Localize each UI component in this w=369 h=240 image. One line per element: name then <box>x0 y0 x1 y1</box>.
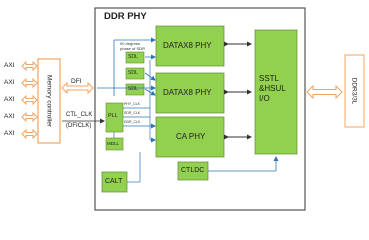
ctldc-to-sstl <box>208 156 279 172</box>
mdll-label: MDLL <box>107 141 120 146</box>
axi-arrow-3 <box>21 94 38 106</box>
axi-label-1: AXI <box>4 62 15 69</box>
dfi-arrow <box>61 81 94 95</box>
axi-label-5: AXI <box>4 130 15 137</box>
ca-phy-label: CA PHY <box>176 132 206 141</box>
ddr-clk-label: DDR_CLK <box>124 120 141 124</box>
sstl-label-line-1: SSTL <box>259 74 280 83</box>
sstl-io-block <box>254 29 298 155</box>
pll-label: PLL <box>108 113 118 119</box>
sdr-clk-label: SDR_CLK <box>124 111 141 115</box>
diagram-connections <box>21 7 365 211</box>
memory-controller-label: Memory controller <box>45 74 53 128</box>
memory-controller-box <box>37 58 61 144</box>
axi-label-2: AXI <box>4 79 15 86</box>
clock-lines <box>113 60 156 143</box>
axi-arrow-2 <box>21 77 38 89</box>
ctl-clk-label: CTL_CLK <box>66 112 93 118</box>
sdl-label-2: SDL <box>128 70 138 76</box>
sdl-block-1 <box>125 51 145 64</box>
ddr-port-label: DDR3/3L <box>350 77 358 105</box>
sstl-label-line-3: I/O <box>259 94 270 103</box>
sstl-label-line-2: &HSUL <box>259 84 286 93</box>
phase-note-line-2: phase of SDR <box>120 46 145 51</box>
phase-note-line-1: 90 degrees <box>120 41 141 46</box>
ddr-arrow <box>306 84 343 100</box>
sdl-label-1: SDL <box>128 54 138 60</box>
mdll-block <box>105 137 124 151</box>
calt-label: CALT <box>105 178 123 185</box>
sdl-block-2 <box>125 67 145 80</box>
dficlk-label: (DFICLK) <box>66 123 92 129</box>
phy-clk-label: PHY_CLK <box>124 102 140 106</box>
ddr-port-box <box>344 54 365 128</box>
dfi-label: DFI <box>71 78 82 85</box>
datax8-phy-label-2: DATAX8 PHY <box>163 88 212 97</box>
axi-label-3: AXI <box>4 96 15 103</box>
phy-to-sstl-arrows <box>224 41 252 140</box>
sdl-label-3: SDL <box>128 86 138 92</box>
axi-arrow-4 <box>21 111 38 123</box>
ca-phy-block <box>155 116 225 158</box>
datax8-phy-block-1 <box>155 25 225 67</box>
axi-arrow-5 <box>21 128 38 140</box>
phy-title: DDR PHY <box>104 11 147 22</box>
sdl-block-3 <box>125 83 145 96</box>
ctldc-label: CTLDC <box>181 167 205 174</box>
pll-block <box>105 102 124 133</box>
axi-label-4: AXI <box>4 113 15 120</box>
datax8-phy-label-1: DATAX8 PHY <box>163 41 212 50</box>
ddr-phy-diagram: DDR PHY AXI AXI AXI AXI AXI Memory contr… <box>4 7 365 211</box>
datax8-phy-block-2 <box>155 72 225 114</box>
axi-arrows <box>21 60 38 140</box>
axi-arrow-1 <box>21 60 38 72</box>
